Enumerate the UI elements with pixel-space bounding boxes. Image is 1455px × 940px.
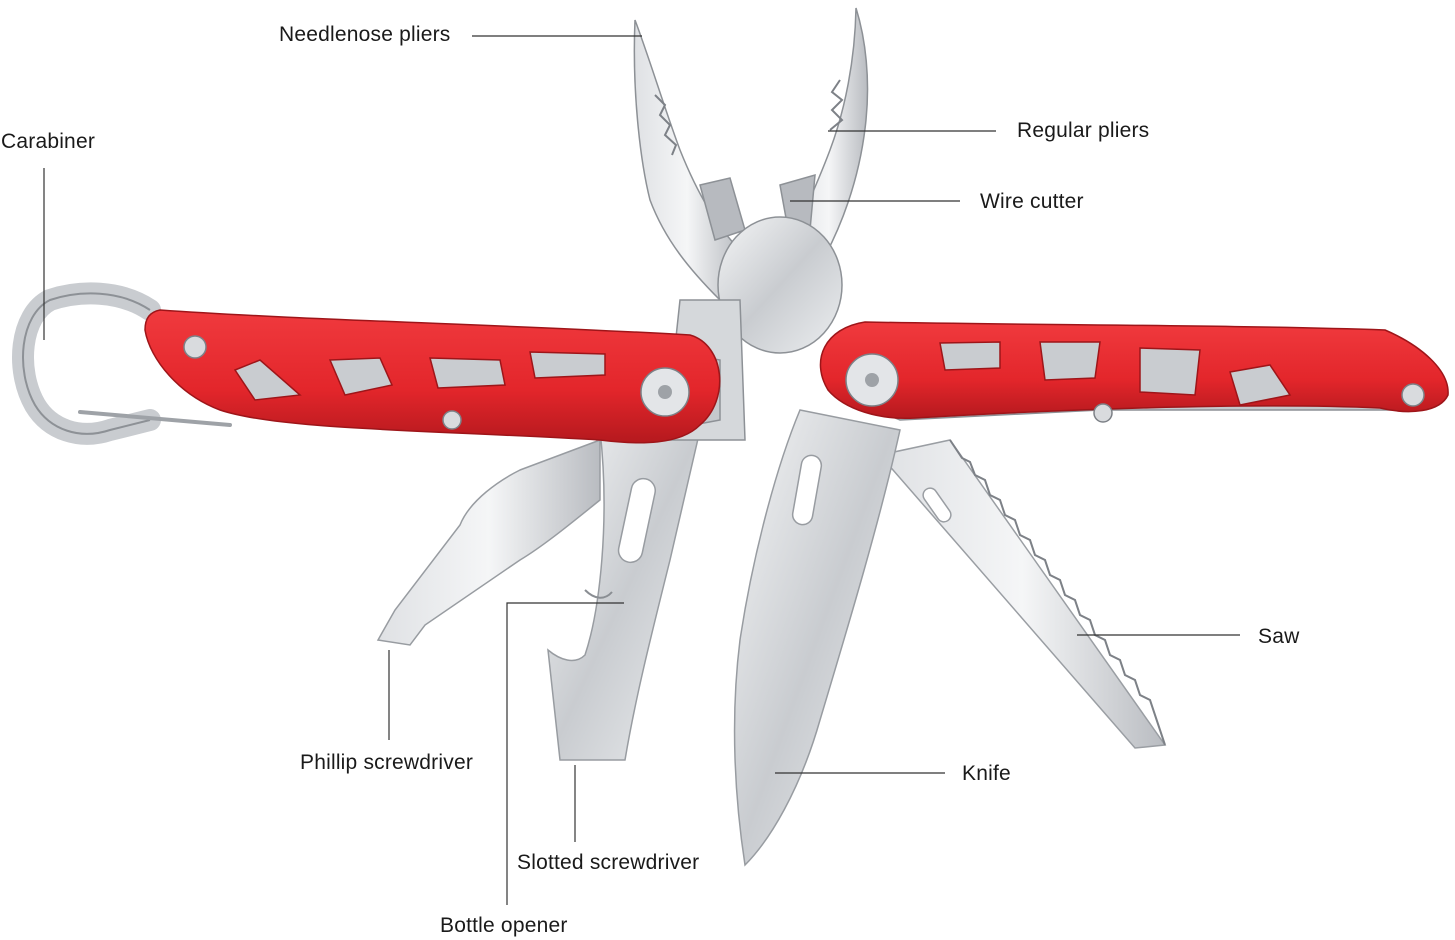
pliers-pivot (717, 216, 843, 354)
label-carabiner: Carabiner (1, 130, 96, 153)
label-wire-cutter: Wire cutter (980, 190, 1084, 213)
left-handle (144, 309, 721, 444)
right-handle (819, 321, 1449, 423)
label-regular-pliers: Regular pliers (1017, 119, 1150, 142)
label-phillip-screwdriver: Phillip screwdriver (300, 751, 474, 774)
carabiner (12, 282, 232, 445)
phillip-screwdriver-tool (376, 438, 601, 646)
leader-lines (43, 35, 1240, 905)
label-slotted-screwdriver: Slotted screwdriver (517, 851, 700, 874)
label-knife: Knife (962, 762, 1011, 785)
bottle-opener-tool (547, 429, 701, 761)
label-needlenose-pliers: Needlenose pliers (279, 23, 451, 46)
saw-teeth (949, 439, 1166, 746)
left-handle-screw-small (183, 335, 207, 359)
saw-blade (878, 439, 1167, 749)
label-saw: Saw (1258, 625, 1300, 648)
left-handle-cutouts (233, 351, 606, 401)
right-handle-screw-small (1401, 383, 1425, 407)
knife-blade (733, 409, 901, 867)
right-handle-cutouts (939, 341, 1292, 406)
leader-bottle (506, 602, 624, 905)
label-bottle-opener: Bottle opener (440, 914, 568, 937)
